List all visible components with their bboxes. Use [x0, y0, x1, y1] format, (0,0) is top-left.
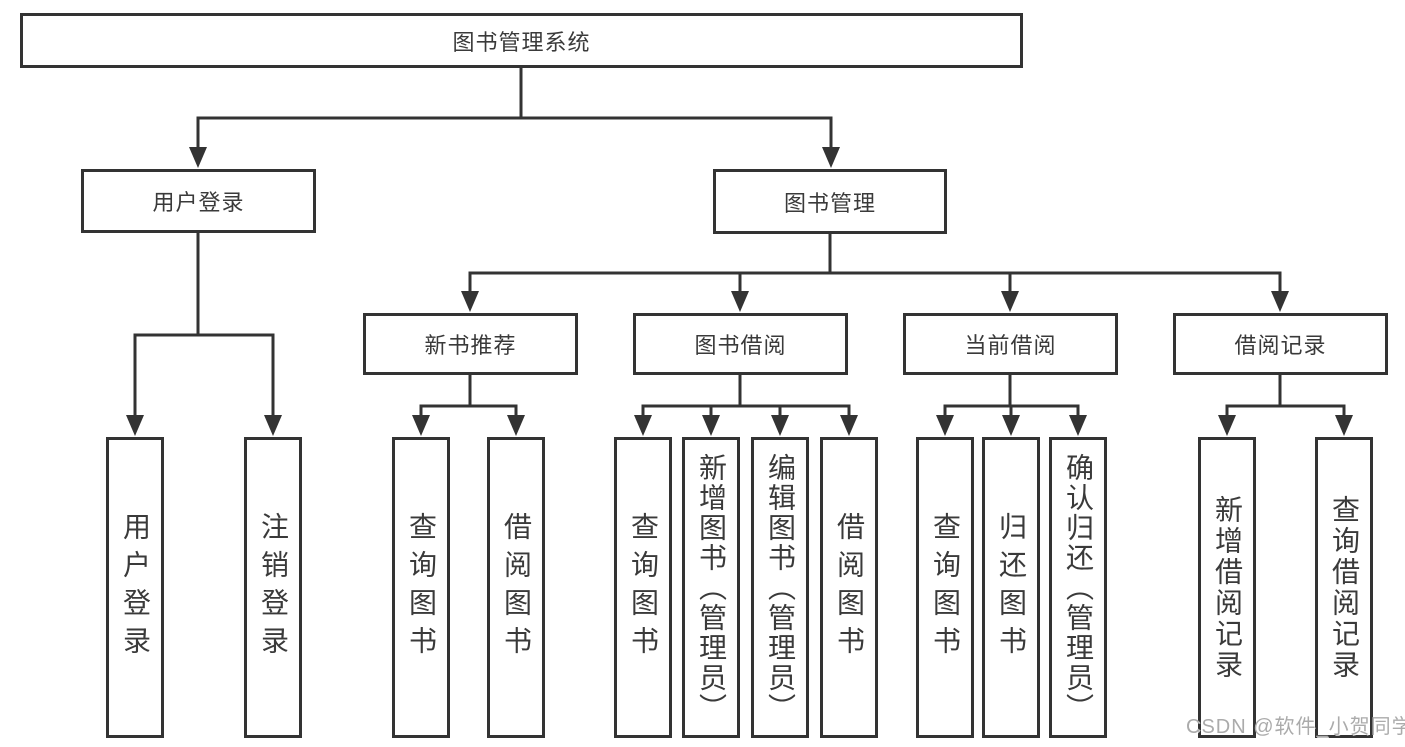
node-borrowing-records: 借阅记录 [1173, 313, 1388, 375]
node-book-borrowing: 图书借阅 [633, 313, 848, 375]
connector-current-borrowing [936, 373, 1087, 436]
leaf-query-books-recommend: 查询图书 [392, 437, 450, 738]
leaf-borrow-books-borrowing: 借阅图书 [820, 437, 878, 738]
connector-new-book-recommend [412, 373, 525, 436]
connector-borrowing-records [1218, 373, 1353, 436]
leaf-logout: 注销登录 [244, 437, 302, 738]
leaf-confirm-return-admin: 确认归还（管理员） [1049, 437, 1107, 738]
connector-user-login-to-leaves [126, 231, 282, 436]
node-new-book-recommend: 新书推荐 [363, 313, 578, 375]
leaf-add-borrow-record: 新增借阅记录 [1198, 437, 1256, 738]
node-current-borrowing: 当前借阅 [903, 313, 1118, 375]
leaf-query-books-borrowing: 查询图书 [614, 437, 672, 738]
leaf-add-books-admin: 新增图书（管理员） [682, 437, 740, 738]
connector-root-to-level2 [189, 66, 840, 168]
node-user-login: 用户登录 [81, 169, 316, 233]
leaf-return-books: 归还图书 [982, 437, 1040, 738]
connector-book-borrowing [634, 373, 858, 436]
connector-book-mgmt-to-level3 [461, 232, 1289, 312]
leaf-edit-books-admin: 编辑图书（管理员） [751, 437, 809, 738]
node-library-system: 图书管理系统 [20, 13, 1023, 68]
leaf-user-login: 用户登录 [106, 437, 164, 738]
node-book-management: 图书管理 [713, 169, 947, 234]
leaf-query-borrow-record: 查询借阅记录 [1315, 437, 1373, 738]
leaf-borrow-books-recommend: 借阅图书 [487, 437, 545, 738]
leaf-query-books-current: 查询图书 [916, 437, 974, 738]
